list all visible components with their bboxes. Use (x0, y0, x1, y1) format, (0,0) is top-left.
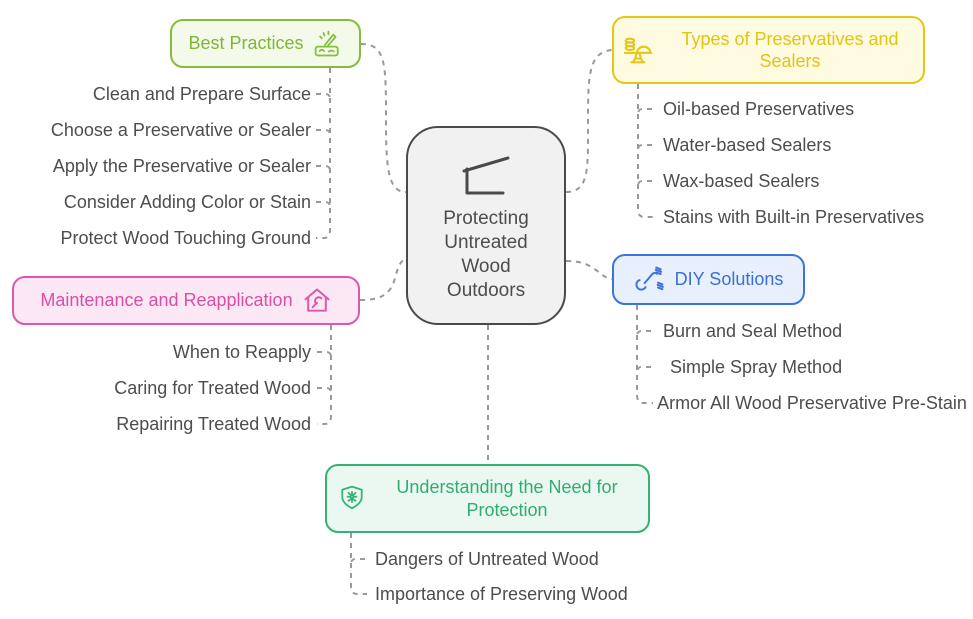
branch-node-diy-solutions[interactable]: DIY Solutions (612, 254, 805, 305)
subtopic-item[interactable]: Importance of Preserving Wood (375, 584, 628, 604)
branch-node-label: Understanding the Need for Protection (396, 476, 618, 520)
wrench-screws-icon (634, 264, 666, 296)
house-wrench-icon (302, 286, 332, 316)
branch-node-label: DIY Solutions (674, 269, 784, 289)
subtopic-item[interactable]: Wax-based Sealers (663, 171, 820, 191)
subtopic-item[interactable]: Choose a Preservative or Sealer (50, 120, 311, 140)
subtopic-item[interactable]: Simple Spray Method (670, 357, 843, 377)
branch-node-best-practices[interactable]: Best Practices (170, 19, 361, 68)
carving-tool-icon (313, 29, 343, 59)
subtopic-item[interactable]: Apply the Preservative or Sealer (52, 156, 311, 176)
branch-node-label: Best Practices (188, 33, 304, 53)
root-node[interactable]: Protecting Untreated Wood Outdoors (406, 126, 566, 325)
connector-types (565, 49, 613, 193)
connector-diy (565, 260, 613, 280)
root-node-label: Protecting Untreated Wood Outdoors (443, 207, 529, 301)
subtopic-item[interactable]: Armor All Wood Preservative Pre-Stain (657, 393, 967, 413)
branch-node-label: Types of Preservatives and Sealers (681, 29, 899, 71)
subtopic-item[interactable]: Oil-based Preservatives (663, 99, 855, 119)
subtopic-item[interactable]: Caring for Treated Wood (114, 378, 311, 398)
subtopic-item[interactable]: When to Reapply (172, 342, 311, 362)
connector-best-practices (360, 43, 407, 193)
shield-pest-icon (337, 484, 367, 514)
subtopic-item[interactable]: Stains with Built-in Preservatives (663, 207, 925, 227)
branch-node-types-of-preservatives[interactable]: Types of Preservatives and Sealers (612, 16, 925, 84)
branch-node-label: Maintenance and Reapplication (40, 290, 293, 310)
subtopic-item[interactable]: Dangers of Untreated Wood (375, 549, 599, 569)
subtopic-item[interactable]: Clean and Prepare Surface (92, 84, 311, 104)
subtopic-item[interactable]: Water-based Sealers (663, 135, 832, 155)
shed-outline-icon (454, 149, 518, 201)
preserve-stand-icon (621, 33, 655, 67)
subtopic-item[interactable]: Protect Wood Touching Ground (60, 228, 312, 248)
subtopic-item[interactable]: Repairing Treated Wood (116, 414, 311, 434)
subtopic-item[interactable]: Burn and Seal Method (663, 321, 843, 341)
subtopic-item[interactable]: Consider Adding Color or Stain (63, 192, 311, 212)
branch-node-understanding-protection[interactable]: Understanding the Need for Protection (325, 464, 650, 533)
branch-node-maintenance[interactable]: Maintenance and Reapplication (12, 276, 360, 325)
connector-maintenance (359, 258, 407, 301)
